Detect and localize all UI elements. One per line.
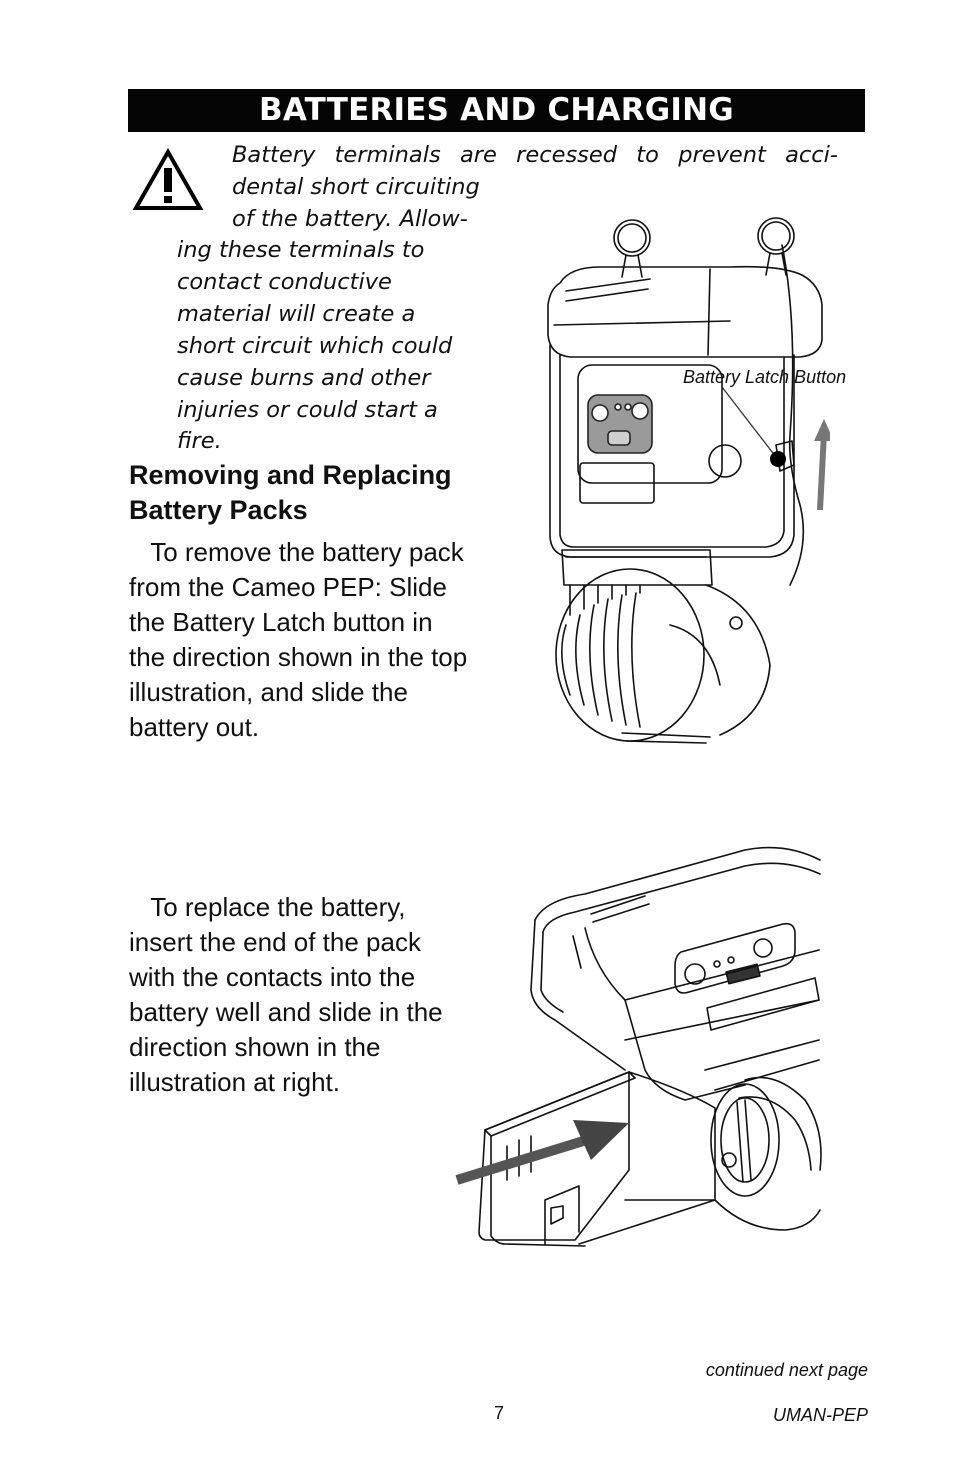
- body-line: insert the end of the pack: [129, 927, 421, 957]
- body-line: To remove the battery pack: [129, 537, 464, 567]
- section-heading-line: Battery Packs: [129, 495, 308, 525]
- body-line: battery out.: [129, 712, 260, 742]
- body-line: with the contacts into the: [129, 962, 416, 992]
- warning-triangle-icon: [132, 148, 204, 210]
- page-number: 7: [494, 1403, 505, 1423]
- body-line: direction shown in the: [129, 1032, 381, 1062]
- body-line: illustration at right.: [129, 1067, 340, 1097]
- body-line: battery well and slide in the: [129, 997, 443, 1027]
- printer-battery-latch-illustration: [547, 217, 830, 744]
- warning-line: dental short circuiting: [232, 174, 480, 200]
- printer-battery-insert-illustration: [455, 846, 822, 1247]
- body-line: To replace the battery,: [129, 892, 406, 922]
- document-id: UMAN-PEP: [772, 1405, 868, 1425]
- battery-latch-callout: Battery Latch Button: [683, 367, 847, 387]
- section-heading-line: Removing and Replacing: [129, 460, 452, 490]
- body-line: from the Cameo PEP: Slide: [129, 572, 447, 602]
- warning-line: injuries or could start a: [177, 397, 438, 423]
- section-heading: Removing and Replacing Battery Packs: [129, 458, 509, 528]
- section-title-banner: BATTERIES AND CHARGING: [128, 89, 865, 132]
- body-line: the direction shown in the top: [129, 642, 468, 672]
- warning-line: of the battery. Allow-: [232, 206, 468, 232]
- continued-note: continued next page: [705, 1360, 868, 1380]
- warning-line: ing these terminals to: [177, 237, 425, 263]
- body-line: the Battery Latch button in: [129, 607, 433, 637]
- warning-line: fire.: [177, 428, 222, 454]
- warning-line: cause burns and other: [177, 365, 431, 391]
- warning-line: short circuit which could: [177, 333, 453, 359]
- warning-line: material will create a: [177, 301, 416, 327]
- warning-line: Battery terminals are recessed to preven…: [232, 142, 838, 168]
- warning-line: contact conductive: [177, 269, 392, 295]
- body-line: illustration, and slide the: [129, 677, 408, 707]
